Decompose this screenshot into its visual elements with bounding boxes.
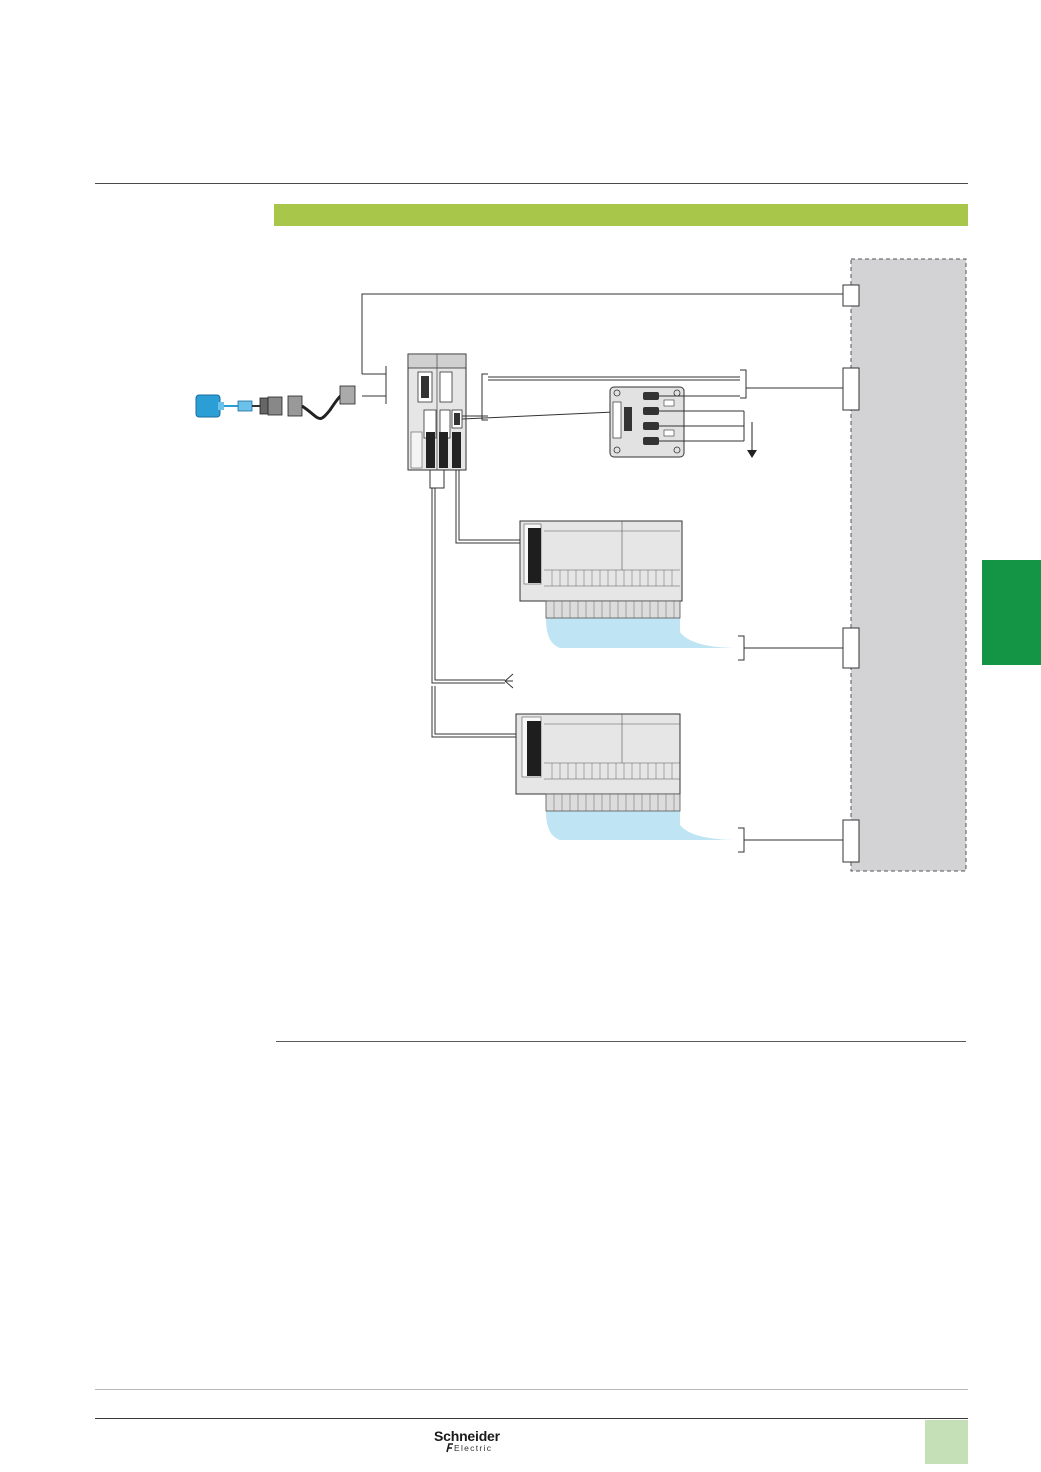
logo-wordmark: Schneider xyxy=(434,1428,500,1444)
cable-to-io-1 xyxy=(455,470,530,544)
cable-clip xyxy=(429,469,445,489)
terminal-block-4 xyxy=(842,819,860,863)
logo-mark-icon xyxy=(446,1443,453,1453)
chapter-side-tab xyxy=(982,560,1041,665)
io2-bracket xyxy=(738,827,745,853)
io1-bracket xyxy=(738,635,745,661)
page-number-box xyxy=(925,1420,968,1464)
plc-module-icon xyxy=(407,353,467,471)
equipment-panel xyxy=(850,258,967,872)
cable-to-io-2 xyxy=(431,686,530,738)
io-module-icon xyxy=(515,713,738,840)
bus-line-2 xyxy=(461,411,615,420)
cable-trunk xyxy=(431,488,505,684)
footer-rule-light xyxy=(95,1389,968,1390)
section-header-band xyxy=(274,204,968,226)
io-module-icon xyxy=(519,520,738,648)
terminal-block-1 xyxy=(842,284,860,307)
usb-adapter-icon xyxy=(195,385,356,420)
top-rule xyxy=(95,183,968,184)
section-end-rule xyxy=(276,1041,966,1042)
splitter-box-icon xyxy=(609,386,685,458)
bus-bracket-right xyxy=(740,369,747,399)
logo-subtext: Electric xyxy=(454,1443,493,1453)
terminal-block-2 xyxy=(842,367,860,411)
schneider-electric-logo: Schneider Electric xyxy=(432,1428,512,1456)
cable-fan xyxy=(504,673,514,689)
footer-rule-dark xyxy=(95,1418,968,1419)
wire-top xyxy=(361,293,843,374)
terminal-block-3 xyxy=(842,627,860,669)
bus-bracket-left xyxy=(481,373,488,421)
